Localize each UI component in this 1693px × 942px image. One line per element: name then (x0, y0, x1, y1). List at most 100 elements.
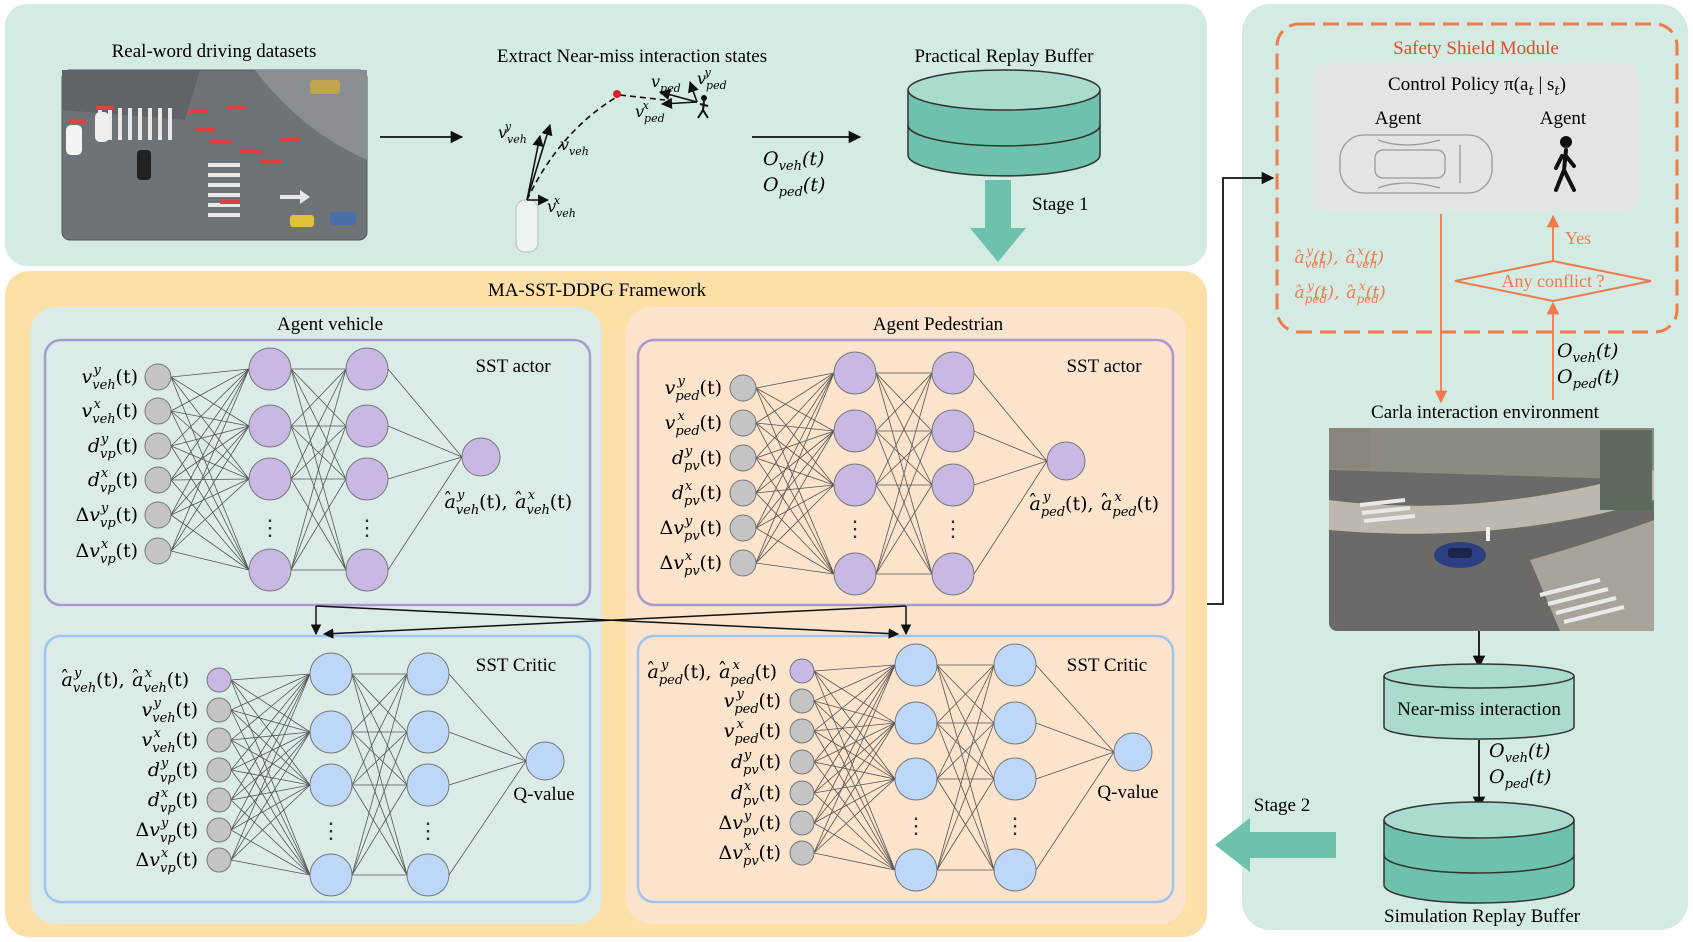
network-edge (875, 372, 933, 575)
ellipsis-dots: ⋮ (320, 818, 342, 843)
hidden-node (345, 457, 389, 501)
network-edge (170, 368, 250, 447)
network-edge (230, 679, 311, 733)
input-node (789, 749, 815, 775)
vehicle-actor-input-label: Δvvpy(t) (76, 501, 138, 531)
network-edge (936, 778, 995, 871)
network-edge (813, 664, 896, 824)
pedestrian-critic-box (636, 634, 1175, 904)
network-edge (351, 731, 408, 786)
ellipsis-dots: ⋮ (1004, 813, 1026, 838)
network-edge (755, 372, 835, 494)
safety-shield-title: Safety Shield Module (1393, 38, 1559, 59)
input-node (729, 409, 757, 437)
traj-label-vx-ped: vpedx (635, 99, 665, 125)
network-edge (230, 799, 311, 876)
pedestrian-actor-output-label: ˆapedy(t), ˆapedx(t) (1028, 490, 1159, 520)
network-edge (755, 484, 835, 564)
network-edge (230, 739, 311, 786)
output-node (525, 741, 565, 781)
input-node (144, 537, 172, 565)
nearmiss-buffer-icon (1383, 663, 1575, 740)
network-edge (290, 425, 347, 480)
input-node (144, 466, 172, 494)
output-node (1113, 732, 1153, 772)
network-edge (170, 425, 250, 552)
svg-text:ˆavehy(t), ˆavehx(t): ˆavehy(t), ˆavehx(t) (1293, 244, 1384, 271)
hidden-node (248, 548, 292, 592)
network-edge (170, 479, 250, 571)
pedestrian-actor-input-label: vpedx(t) (665, 409, 722, 439)
network-edge (973, 430, 1048, 462)
network-edge (813, 730, 896, 871)
pedestrian-critic-input-label: vpedy(t) (724, 687, 781, 717)
vehicle-agent-title: Agent vehicle (277, 314, 383, 335)
input-node (144, 432, 172, 460)
hidden-node (993, 757, 1037, 801)
vehicle-critic-input-label: Δvvpx(t) (136, 846, 198, 876)
input-node (206, 697, 232, 723)
shield-agent-pedestrian-label: Agent (1540, 108, 1587, 129)
network-edge (755, 484, 835, 494)
input-node (729, 444, 757, 472)
network-edge (755, 422, 835, 432)
input-node (206, 667, 232, 693)
network-edge (170, 376, 250, 571)
network-edge (230, 673, 311, 681)
pedestrian-critic-input-label: dpvx(t) (731, 779, 781, 809)
carla-environment-title: Carla interaction environment (1371, 402, 1600, 423)
hidden-node (993, 643, 1037, 687)
network-edge (230, 673, 311, 801)
observation-labels-stage2-bottom: Oveh(t) Oped(t) (1489, 740, 1551, 792)
network-edge (755, 457, 835, 486)
svg-text:Oped(t): Oped(t) (1489, 766, 1551, 792)
network-edge (875, 484, 933, 575)
vehicle-actor-input-label: vvehy(t) (82, 363, 138, 393)
network-edge (936, 664, 995, 780)
simulation-replay-buffer-icon (1383, 801, 1575, 904)
conflict-decision-diamond (1454, 259, 1652, 303)
hidden-node (345, 347, 389, 391)
network-edge (813, 670, 896, 780)
input-node (206, 817, 232, 843)
safety-shield-box (1275, 22, 1679, 334)
network-edge (170, 478, 250, 552)
network-edge (755, 527, 835, 575)
conflict-yes-label: Yes (1565, 228, 1591, 248)
pedestrian-qvalue-label: Q-value (1097, 782, 1158, 803)
vehicle-critic-action-input-label: ˆavehy(t), ˆavehx(t) (60, 666, 189, 696)
input-node (144, 501, 172, 529)
vehicle-critic-input-label: dvpy(t) (148, 756, 198, 786)
carla-simulation-image (1329, 428, 1654, 631)
network-edge (170, 368, 250, 552)
pedestrian-actor-input-label: Δvpvx(t) (660, 549, 722, 579)
network-edge (813, 778, 896, 824)
network-edge (755, 430, 835, 564)
pedestrian-actor-box (636, 338, 1175, 607)
buffer-title: Practical Replay Buffer (914, 46, 1094, 67)
ellipsis-dots: ⋮ (905, 813, 927, 838)
hidden-node (833, 463, 877, 507)
network-edge (755, 372, 835, 389)
ellipsis-dots: ⋮ (417, 818, 439, 843)
network-edge (230, 731, 311, 861)
network-edge (755, 372, 835, 424)
input-node (729, 514, 757, 542)
stage2-left-arrow (1215, 818, 1336, 872)
input-node (789, 718, 815, 744)
network-edge (813, 700, 896, 871)
network-edge (813, 722, 896, 854)
network-edge (170, 368, 250, 378)
network-edge (170, 425, 250, 447)
network-edge (387, 456, 463, 480)
network-edge (170, 550, 250, 571)
pedestrian-actor-input-label: Δvpvy(t) (660, 514, 722, 544)
hidden-node (894, 848, 938, 892)
network-edge (351, 673, 408, 876)
network-edge (813, 778, 896, 794)
vehicle-actor-box (43, 338, 592, 607)
hidden-node (833, 409, 877, 453)
input-node (789, 688, 815, 714)
hidden-node (345, 548, 389, 592)
network-edge (936, 664, 995, 724)
